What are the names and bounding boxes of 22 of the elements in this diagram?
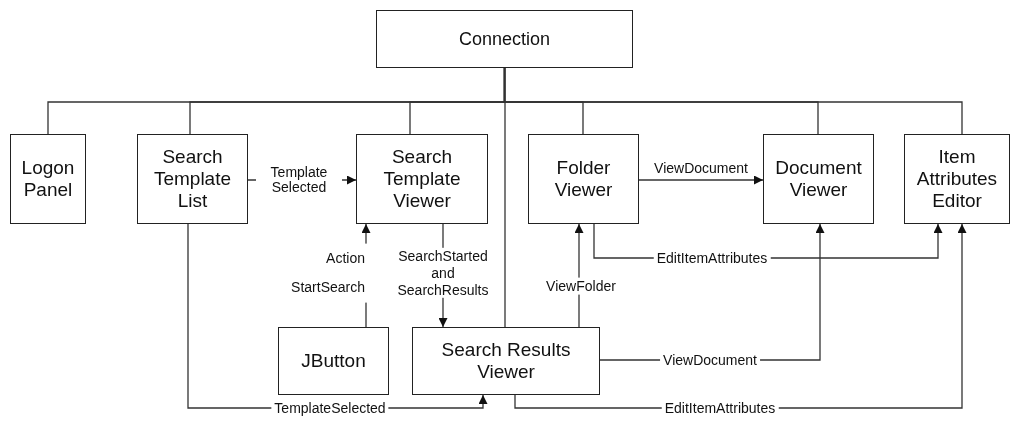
edge-label: ViewFolder bbox=[543, 277, 619, 295]
box-label: JButton bbox=[301, 350, 366, 372]
process-box bbox=[10, 134, 86, 224]
box-label: Search Template List bbox=[152, 146, 233, 212]
process-box bbox=[137, 134, 248, 224]
box-label: Search Template Viewer bbox=[382, 146, 462, 212]
connector-line bbox=[504, 67, 506, 328]
arrow bbox=[638, 175, 764, 185]
process-box bbox=[356, 134, 488, 224]
process-box bbox=[763, 134, 874, 224]
box-label: Item Attributes Editor bbox=[915, 146, 999, 212]
box-label: Folder Viewer bbox=[553, 157, 614, 201]
process-box bbox=[528, 134, 639, 224]
box-label: Document Viewer bbox=[774, 157, 863, 201]
process-box bbox=[376, 10, 633, 68]
edge-label: TemplateSelected bbox=[271, 399, 389, 417]
box-label: Search Results Viewer bbox=[440, 339, 572, 383]
process-box bbox=[904, 134, 1010, 224]
process-box bbox=[412, 327, 600, 395]
box-label: Connection bbox=[458, 28, 551, 50]
process-box bbox=[278, 327, 389, 395]
box-label: Logon Panel bbox=[20, 157, 76, 201]
